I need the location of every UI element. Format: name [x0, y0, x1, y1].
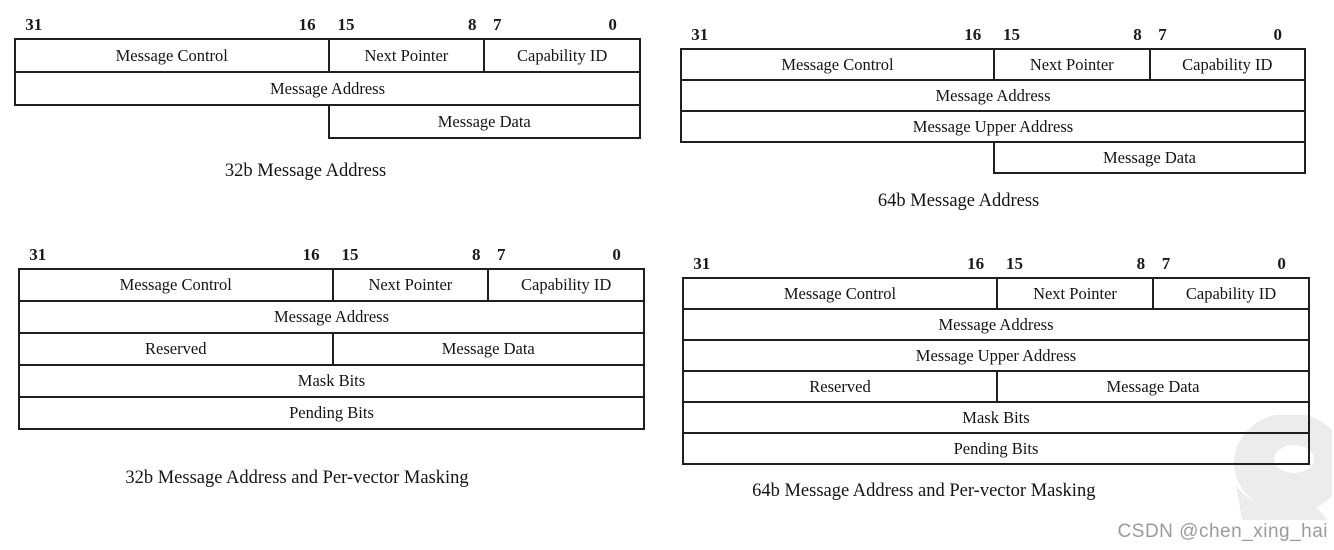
- field-capability-id: Capability ID: [483, 40, 639, 71]
- field-message-address: Message Address: [269, 78, 386, 98]
- register-row: Mask Bits: [682, 401, 1310, 434]
- bit-label-31: 31: [29, 245, 47, 264]
- diagram-caption: 32b Message Address: [224, 161, 387, 181]
- field-message-control: Message Control: [781, 54, 894, 74]
- field-message-control: Message Control: [115, 45, 228, 65]
- register-row: Message Address: [680, 79, 1306, 112]
- field-reserved: Reserved: [809, 376, 871, 396]
- field-message-upper-address: Message Upper Address: [912, 116, 1074, 136]
- register-row: Reserved Message Data: [18, 332, 645, 366]
- field-message-control: Message Control: [119, 275, 232, 294]
- field-message-address: Message Address: [935, 85, 1051, 105]
- bit-label-7: 7: [497, 245, 506, 264]
- register-row: Message Address: [682, 308, 1310, 341]
- bit-label-16: 16: [302, 245, 320, 264]
- bit-label-7: 7: [1161, 254, 1171, 273]
- bit-label-31: 31: [25, 15, 43, 34]
- field-message-address: Message Address: [938, 314, 1054, 334]
- field-message-data: Message Data: [996, 372, 1308, 401]
- bit-label-0: 0: [608, 15, 617, 34]
- register-row: Message Data: [993, 141, 1306, 174]
- field-message-address: Message Address: [273, 307, 390, 326]
- diagram-caption: 32b Message Address and Per-vector Maski…: [125, 468, 469, 488]
- register-row: Mask Bits: [18, 364, 645, 398]
- bit-label-16: 16: [967, 254, 985, 273]
- bit-label-15: 15: [341, 245, 359, 264]
- bit-label-0: 0: [612, 245, 621, 264]
- register-row: Pending Bits: [18, 396, 645, 430]
- field-pending-bits: Pending Bits: [289, 403, 374, 422]
- register-row: Message Upper Address: [680, 110, 1306, 143]
- bit-label-0: 0: [1273, 25, 1282, 44]
- register-row: Message Data: [327, 104, 641, 139]
- csdn-author-watermark: CSDN @chen_xing_hai: [1117, 521, 1328, 542]
- bit-label-8: 8: [467, 15, 477, 34]
- bit-label-31: 31: [693, 254, 711, 273]
- bit-label-16: 16: [298, 15, 316, 34]
- bit-label-8: 8: [1133, 25, 1142, 44]
- bit-label-7: 7: [1158, 25, 1167, 44]
- register-row: Message Address: [18, 300, 645, 334]
- field-message-control: Message Control: [783, 283, 897, 303]
- bit-label-31: 31: [691, 25, 709, 44]
- bit-label-15: 15: [337, 15, 355, 34]
- register-row: Message Address: [14, 71, 641, 106]
- field-mask-bits: Mask Bits: [962, 407, 1030, 427]
- field-message-upper-address: Message Upper Address: [915, 345, 1077, 365]
- bit-label-16: 16: [964, 25, 982, 44]
- field-capability-id: Capability ID: [487, 270, 643, 300]
- bit-label-15: 15: [1006, 254, 1024, 273]
- field-message-data: Message Data: [331, 334, 644, 364]
- register-row: Reserved Message Data: [682, 370, 1310, 403]
- register-row: Pending Bits: [682, 432, 1310, 465]
- bit-label-7: 7: [493, 15, 502, 34]
- field-reserved: Reserved: [145, 339, 207, 358]
- bit-label-8: 8: [1136, 254, 1146, 273]
- field-mask-bits: Mask Bits: [297, 371, 366, 390]
- diagram-caption: 64b Message Address: [877, 191, 1040, 211]
- bit-label-15: 15: [1003, 25, 1021, 44]
- field-next-pointer: Next Pointer: [327, 40, 484, 71]
- field-next-pointer: Next Pointer: [331, 270, 488, 300]
- field-next-pointer: Next Pointer: [996, 279, 1152, 308]
- diagram-caption: 64b Message Address and Per-vector Maski…: [752, 481, 1096, 501]
- field-message-data: Message Data: [1102, 147, 1196, 167]
- field-pending-bits: Pending Bits: [953, 438, 1039, 458]
- field-message-data: Message Data: [437, 111, 531, 131]
- field-capability-id: Capability ID: [1148, 50, 1305, 79]
- bit-label-8: 8: [471, 245, 481, 264]
- bit-label-0: 0: [1277, 254, 1286, 273]
- register-row: Message Upper Address: [682, 339, 1310, 372]
- field-capability-id: Capability ID: [1152, 279, 1308, 308]
- field-next-pointer: Next Pointer: [993, 50, 1149, 79]
